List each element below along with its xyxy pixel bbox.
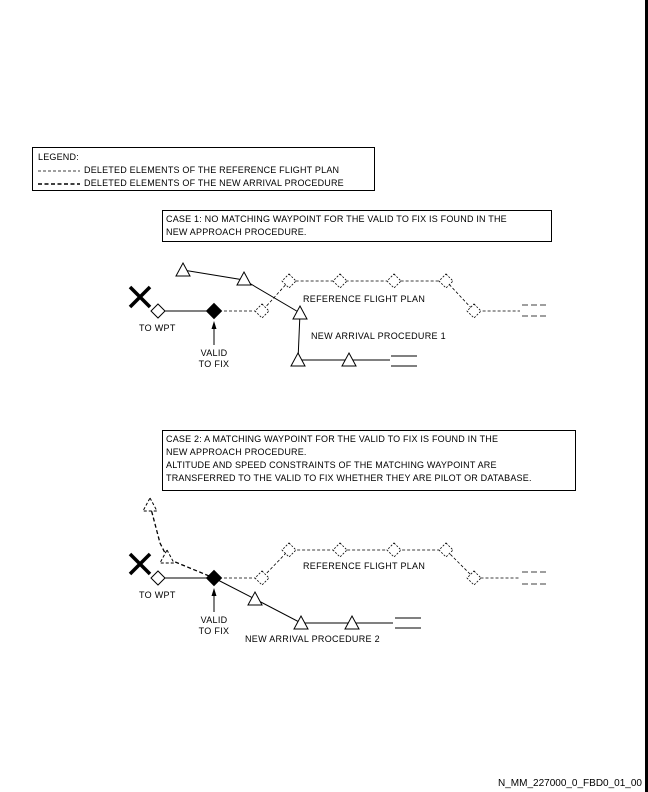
case1-caption-line: NEW APPROACH PROCEDURE.: [166, 227, 307, 237]
case2-valid-to-fix-icon: [206, 570, 222, 586]
case1-reference-waypoint: [332, 273, 348, 289]
figure-id: N_MM_227000_0_FBD0_01_00: [498, 778, 642, 789]
case1-to-wpt-label: TO WPT: [139, 323, 176, 333]
case2-to-waypoint-icon: [150, 570, 166, 586]
case1-to-waypoint-icon: [150, 303, 166, 319]
heavy-dashed-line-sample: [38, 182, 80, 185]
case1-to-fix-label: TO FIX: [199, 359, 230, 369]
arrow-head-icon: [211, 321, 217, 329]
case2-deleted-arrival-waypoint-icon: [142, 497, 158, 512]
case1-reference-label: REFERENCE FLIGHT PLAN: [303, 294, 425, 304]
case2-arrival-waypoint-icon: [247, 591, 263, 606]
legend-item-label: DELETED ELEMENTS OF THE NEW ARRIVAL PROC…: [84, 178, 344, 188]
case2-arrival-route: [213, 577, 393, 624]
legend-item-arrival: DELETED ELEMENTS OF THE NEW ARRIVAL PROC…: [38, 177, 369, 190]
case1-arrival-waypoint-icon: [236, 271, 252, 286]
case1-caption-line: CASE 1: NO MATCHING WAYPOINT FOR THE VAL…: [166, 214, 507, 224]
case1-valid-to-fix-icon: [206, 303, 222, 319]
case2-valid-label: VALID: [201, 615, 228, 625]
case1-arrival-route: [182, 269, 390, 361]
aircraft-position-icon: [128, 552, 152, 576]
case2-deleted-arrival-route: [149, 504, 215, 579]
case2-reference-waypoint: [332, 542, 348, 558]
case2-to-fix-label: TO FIX: [199, 626, 230, 636]
case1-reference-waypoint: [254, 303, 270, 319]
case2-deleted-arrival-waypoint-icon: [159, 549, 175, 564]
case1-reference-waypoint: [466, 303, 482, 319]
case2-caption-line: ALTITUDE AND SPEED CONSTRAINTS OF THE MA…: [166, 460, 497, 470]
case2-diagram: TO WPT VALID TO FIX REFERENCE FLIGHT PLA…: [128, 497, 548, 644]
case2-reference-waypoint: [281, 542, 297, 558]
arrow-head-icon: [211, 588, 217, 596]
legend-item-reference: DELETED ELEMENTS OF THE REFERENCE FLIGHT…: [38, 164, 369, 177]
case1-diagram: TO WPT VALID TO FIX REFERENCE FLIGHT PLA…: [128, 262, 548, 369]
case2-reference-waypoint: [254, 570, 270, 586]
case2-reference-waypoint: [386, 542, 402, 558]
case1-caption-box: CASE 1: NO MATCHING WAYPOINT FOR THE VAL…: [162, 210, 552, 242]
case2-reference-route: [214, 549, 520, 579]
legend-title: LEGEND:: [38, 152, 79, 162]
case2-caption-box: CASE 2: A MATCHING WAYPOINT FOR THE VALI…: [162, 430, 576, 491]
legend-item-label: DELETED ELEMENTS OF THE REFERENCE FLIGHT…: [84, 165, 340, 175]
case2-caption-line: NEW APPROACH PROCEDURE.: [166, 447, 307, 457]
case1-reference-route: [214, 280, 520, 312]
case2-caption-line: TRANSFERRED TO THE VALID TO FIX WHETHER …: [166, 473, 532, 483]
case1-arrival-waypoint-icon: [292, 305, 308, 320]
case2-reference-label: REFERENCE FLIGHT PLAN: [303, 561, 425, 571]
case2-to-wpt-label: TO WPT: [139, 590, 176, 600]
legend-box: LEGEND: DELETED ELEMENTS OF THE REFERENC…: [32, 147, 375, 191]
fine-dashed-line-sample: [38, 170, 80, 171]
case2-caption-line: CASE 2: A MATCHING WAYPOINT FOR THE VALI…: [166, 434, 499, 444]
case1-arrival-label: NEW ARRIVAL PROCEDURE 1: [311, 331, 446, 341]
case1-reference-waypoint: [386, 273, 402, 289]
case2-arrival-label: NEW ARRIVAL PROCEDURE 2: [245, 634, 380, 644]
case1-valid-label: VALID: [201, 348, 228, 358]
aircraft-position-icon: [128, 285, 152, 309]
case1-arrival-waypoint-icon: [175, 262, 191, 277]
page-border-right: [645, 0, 648, 792]
